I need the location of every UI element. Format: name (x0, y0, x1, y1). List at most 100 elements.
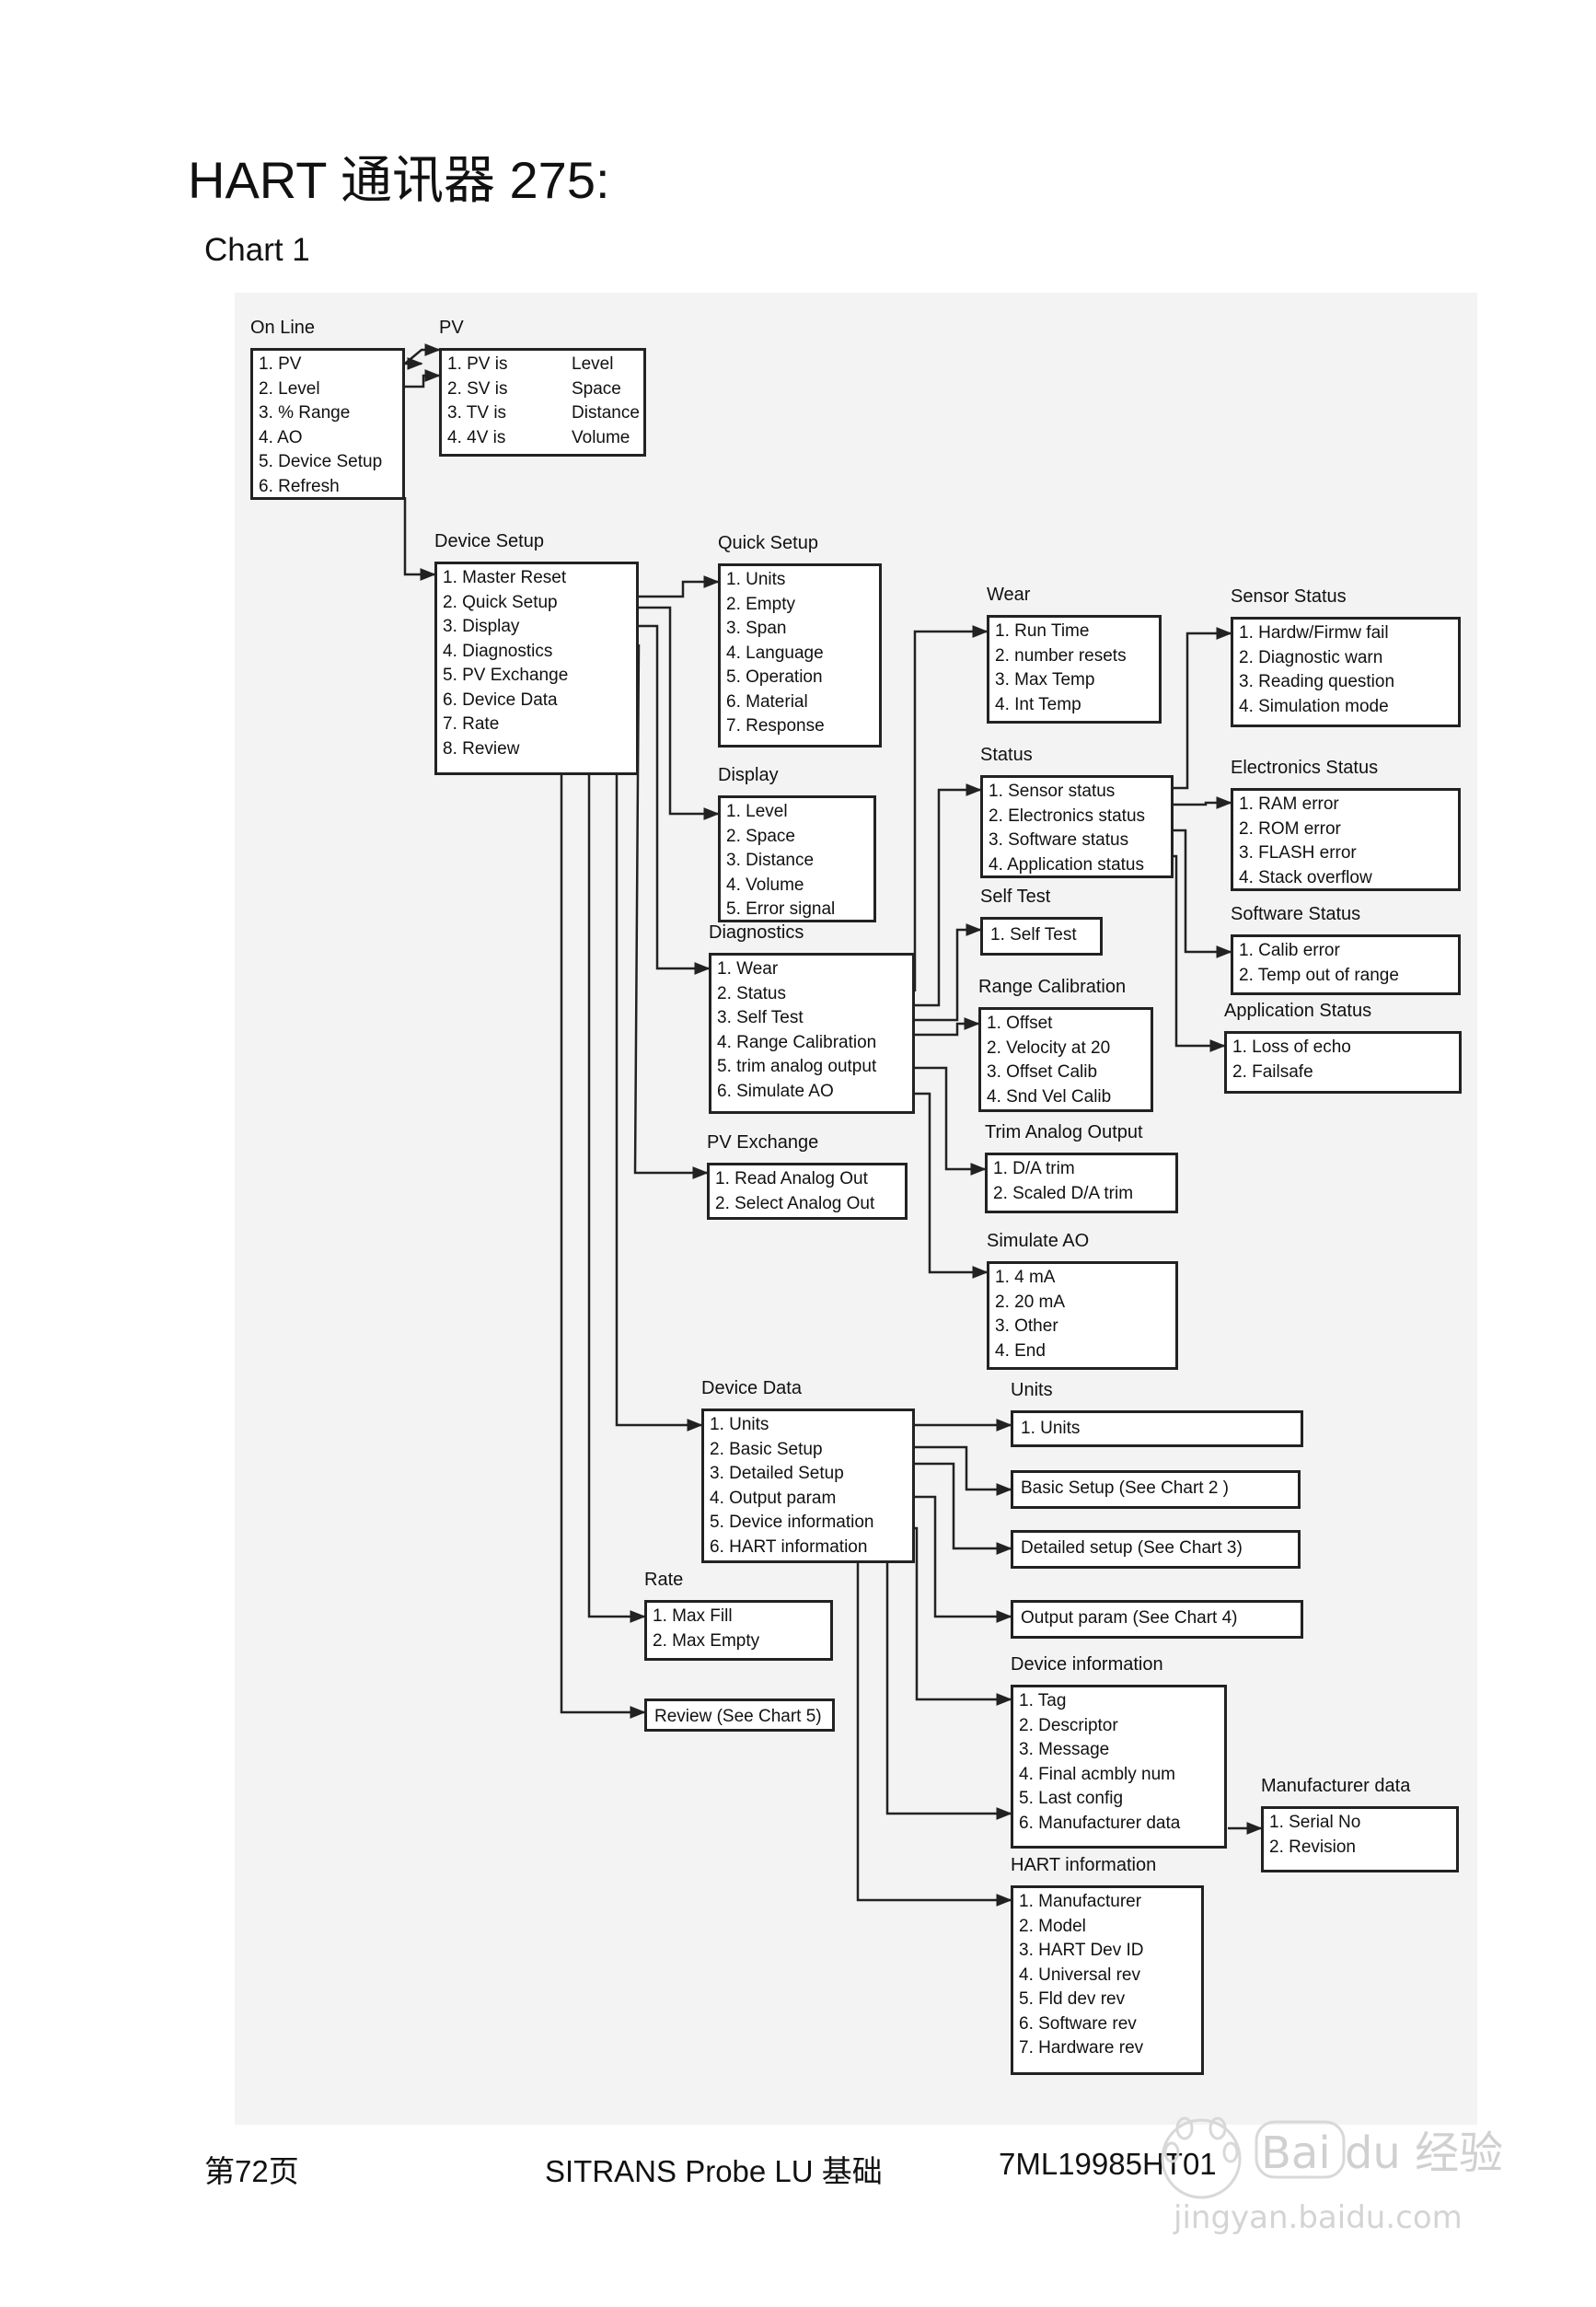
menu-item[interactable]: 6. Simulate AO (717, 1081, 834, 1101)
page-title: HART 通讯器 275: (188, 151, 610, 209)
menu-item[interactable]: 2. Model (1019, 1916, 1086, 1936)
menu-item[interactable]: 1. Manufacturer (1019, 1892, 1142, 1911)
menu-item[interactable]: 3. Distance (726, 851, 815, 870)
menu-item[interactable]: 3. Detailed Setup (710, 1464, 844, 1483)
menu-item[interactable]: 4. Simulation mode (1239, 696, 1389, 716)
menu-item[interactable]: 7. Response (726, 716, 825, 736)
menu-item[interactable]: 2. Max Empty (653, 1630, 760, 1651)
menu-item[interactable]: 4. End (995, 1340, 1046, 1361)
menu-item[interactable]: 1. Units (710, 1415, 769, 1434)
menu-item[interactable]: 1. 4 mA (995, 1268, 1056, 1287)
menu-item[interactable]: 2. Select Analog Out (715, 1193, 875, 1213)
menu-item[interactable]: 2. Space (726, 826, 795, 846)
menu-item[interactable]: 4. Volume (726, 875, 804, 895)
menu-item[interactable]: 1. Hardw/Firmw fail (1239, 623, 1389, 643)
menu-item[interactable]: 4. AO (259, 427, 303, 447)
menu-item[interactable]: 4. Final acmbly num (1019, 1764, 1176, 1784)
menu-item[interactable]: 2. number resets (995, 645, 1127, 666)
connector-line (915, 1495, 1012, 1623)
menu-item[interactable]: 1. Sensor status (989, 782, 1116, 801)
menu-item[interactable]: 3. Reading question (1239, 672, 1395, 691)
menu-item[interactable]: Basic Setup (See Chart 2 ) (1021, 1478, 1229, 1498)
menu-item[interactable]: 6. Software rev (1019, 2013, 1137, 2034)
menu-item[interactable]: 5. Fld dev rev (1019, 1989, 1126, 2009)
menu-item[interactable]: 3. Software status (989, 830, 1129, 850)
menu-item[interactable]: 1. Read Analog Out (715, 1169, 868, 1188)
menu-item[interactable]: 2. Failsafe (1232, 1061, 1313, 1082)
menu-item[interactable]: 2. Scaled D/A trim (993, 1183, 1134, 1203)
menu-item[interactable]: 2. Empty (726, 594, 795, 614)
menu-item[interactable]: 2. Level (259, 378, 320, 399)
menu-item[interactable]: Review (See Chart 5) (654, 1707, 822, 1726)
menu-item[interactable]: 3. Span (726, 619, 787, 638)
menu-item[interactable]: 2. Basic Setup (710, 1439, 823, 1459)
menu-item[interactable]: 6. Manufacturer data (1019, 1813, 1181, 1833)
menu-item[interactable]: 2. ROM error (1239, 818, 1341, 839)
menu-item[interactable]: 1. Level (726, 802, 788, 821)
menu-item[interactable]: 1. PV (259, 354, 302, 374)
menu-item[interactable]: 6. Refresh (259, 476, 340, 496)
menu-item[interactable]: 1. Wear (717, 959, 779, 979)
menu-item[interactable]: 3. Message (1019, 1740, 1110, 1759)
menu-item[interactable]: 2. Status (717, 983, 786, 1003)
menu-item[interactable]: 3. FLASH error (1239, 843, 1357, 863)
menu-item[interactable]: 8. Review (443, 738, 520, 759)
menu-item[interactable]: 5. PV Exchange (443, 666, 569, 685)
menu-item[interactable]: 6. Material (726, 691, 808, 712)
menu-item[interactable]: 4. Application status (989, 854, 1144, 875)
menu-item[interactable]: 2. 20 mA (995, 1292, 1066, 1312)
menu-item[interactable]: 6. Device Data (443, 690, 558, 710)
menu-item[interactable]: 3. Display (443, 617, 520, 636)
menu-item[interactable]: 4. Language (726, 643, 824, 663)
menu-item[interactable]: Output param (See Chart 4) (1021, 1608, 1238, 1628)
menu-item[interactable]: 2. Descriptor (1019, 1715, 1118, 1735)
menu-item[interactable]: 1. Self Test (990, 925, 1077, 945)
menu-item[interactable]: 2. Electronics status (989, 806, 1146, 826)
menu-item[interactable]: 5. Operation (726, 667, 823, 687)
menu-item[interactable]: 1. Serial No (1269, 1813, 1361, 1832)
menu-item[interactable]: 2. Diagnostic warn (1239, 647, 1383, 667)
menu-item[interactable]: 1. D/A trim (993, 1159, 1075, 1178)
menu-item[interactable]: 1. Loss of echo (1232, 1038, 1351, 1057)
menu-item[interactable]: 4. Universal rev (1019, 1965, 1140, 1985)
menu-item[interactable]: 1. Units (726, 570, 786, 589)
menu-item[interactable]: 6. HART information (710, 1536, 868, 1557)
menu-item[interactable]: 1. Max Fill (653, 1606, 733, 1626)
menu-item[interactable]: Detailed setup (See Chart 3) (1021, 1538, 1243, 1558)
menu-item[interactable]: 5. Device information (710, 1513, 874, 1532)
menu-item[interactable]: 3. HART Dev ID (1019, 1941, 1144, 1960)
menu-item[interactable]: 4. Int Temp (995, 694, 1081, 714)
menu-item[interactable]: 1. Tag (1019, 1691, 1067, 1710)
menu-item[interactable]: 2. Revision (1269, 1837, 1356, 1857)
menu-item[interactable]: 2. Quick Setup (443, 592, 558, 612)
menu-item[interactable]: 2. Velocity at 20 (987, 1038, 1111, 1058)
menu-item[interactable]: 1. Offset (987, 1014, 1053, 1033)
menu-item[interactable]: 7. Rate (443, 714, 500, 734)
menu-item[interactable]: 3. Self Test (717, 1008, 804, 1027)
menu-item[interactable]: 4. Range Calibration (717, 1032, 877, 1052)
menu-item[interactable]: 1. Calib error (1239, 941, 1340, 960)
menu-item[interactable]: 5. Device Setup (259, 452, 383, 471)
menu-item[interactable]: 1. Units (1021, 1419, 1081, 1438)
menu-item[interactable]: 2. Temp out of range (1239, 965, 1399, 985)
menu-item[interactable]: 7. Hardware rev (1019, 2038, 1144, 2058)
menu-item[interactable]: 3. Offset Calib (987, 1062, 1098, 1082)
menu-item[interactable]: 1. RAM error (1239, 794, 1339, 814)
menu-item[interactable]: 3. Other (995, 1316, 1058, 1336)
menu-item[interactable]: 5. Last config (1019, 1789, 1124, 1808)
menu-item[interactable]: 5. Error signal (726, 899, 836, 919)
menu-item[interactable]: 1. Run Time (995, 621, 1090, 641)
menu-item[interactable]: 4. Snd Vel Calib (987, 1086, 1112, 1107)
menu-item[interactable]: 5. trim analog output (717, 1057, 877, 1076)
menu-item[interactable]: 4. Output param (710, 1488, 837, 1508)
menu-item[interactable]: 1. Master Reset (443, 568, 567, 587)
menu-item[interactable]: 3. Max Temp (995, 670, 1095, 690)
menu-item[interactable]: 4. Stack overflow (1239, 867, 1372, 887)
menu-item[interactable]: 3. % Range (259, 403, 351, 423)
menu-item[interactable]: 4. Diagnostics (443, 641, 553, 661)
